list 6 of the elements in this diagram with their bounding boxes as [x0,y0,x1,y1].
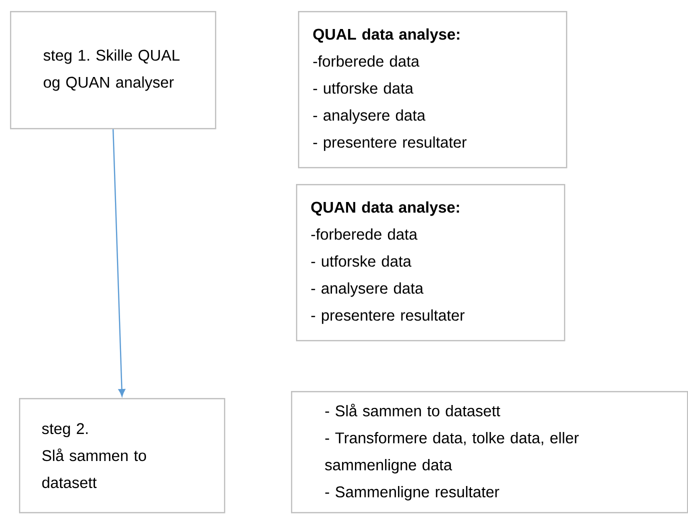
text-box: - Slå sammen to datasett - Transformere data, tolke data, eller sammenligne data - Sammenligne resultater [291,391,688,514]
text-box: steg 2. Slå sammen to datasett [19,398,226,514]
text-box: steg 1. Skille QUAL og QUAN analyser [10,11,216,130]
text-box: QUAN data analyse: -forberede data - utforske data - analysere data - presentere resultater [296,184,566,342]
arrow [112,129,126,396]
text-box: QUAL data analyse: -forberede data - utforske data - analysere data - presentere resultater [298,11,568,168]
